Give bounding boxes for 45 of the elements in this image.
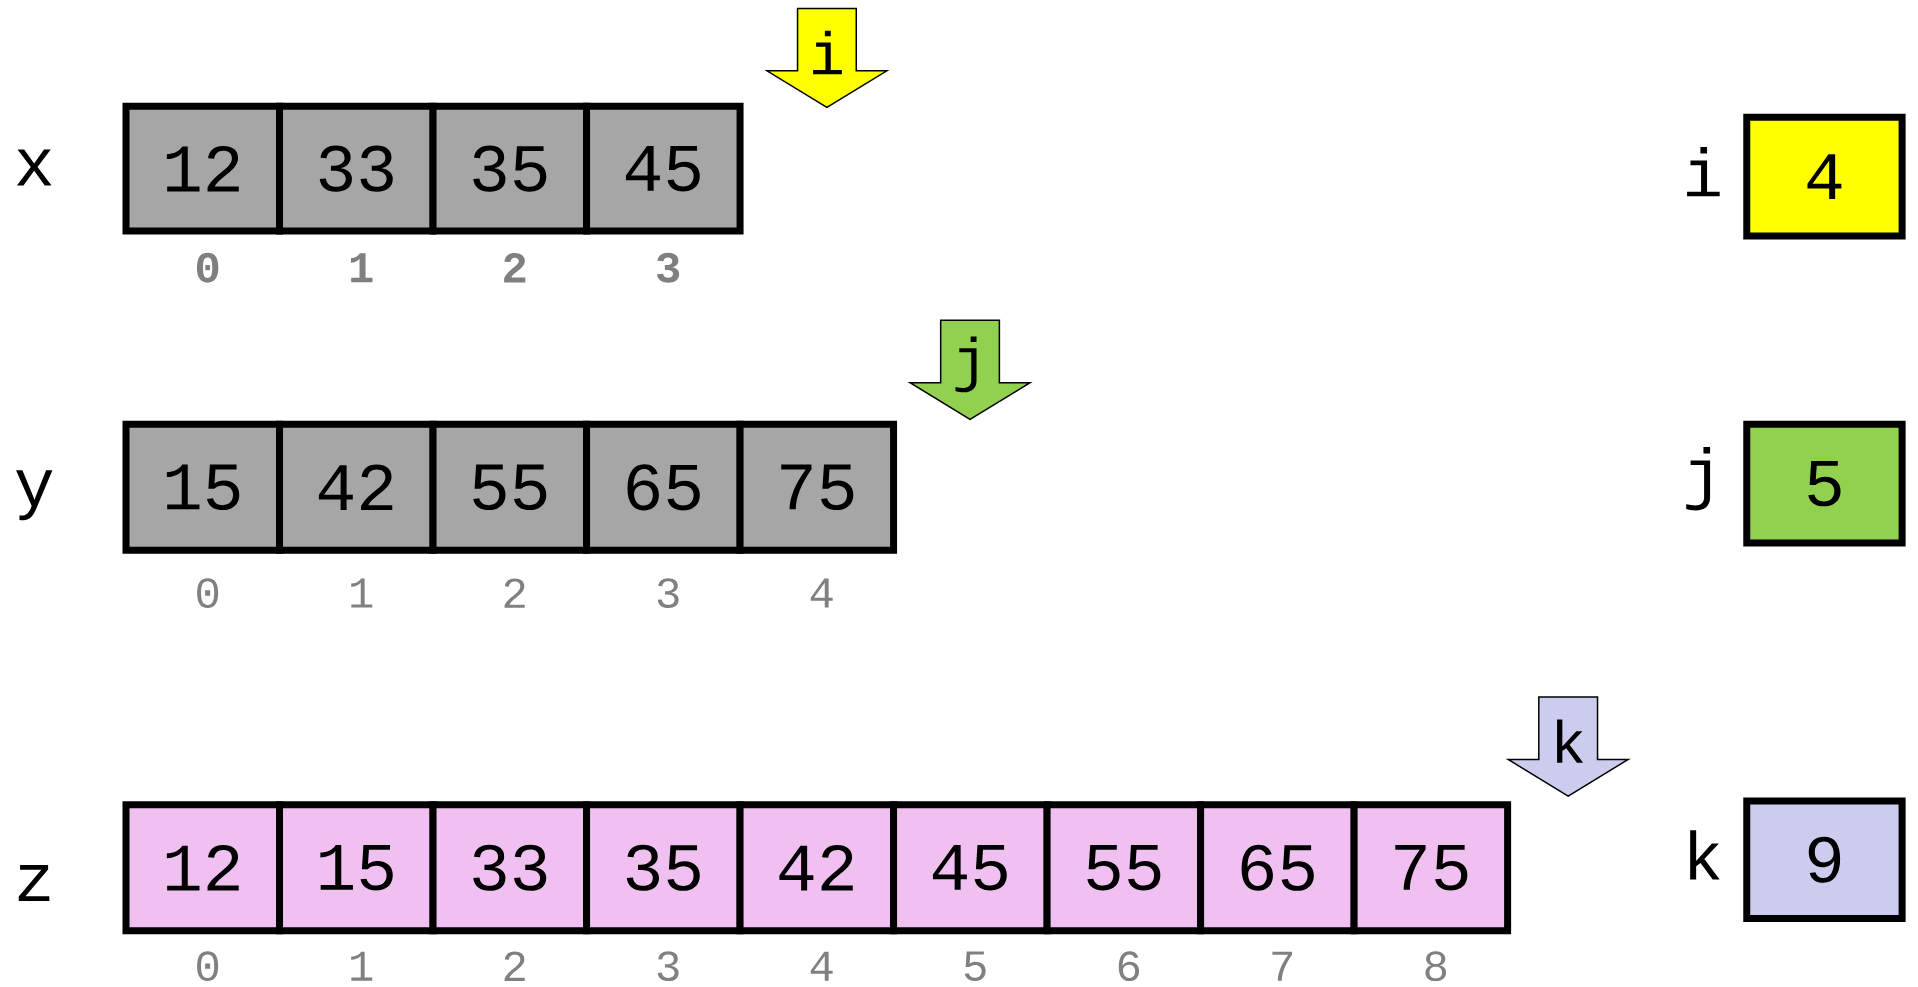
variable-box: 5	[1743, 420, 1906, 547]
index-label: 8	[1425, 951, 1447, 982]
array-cell: 42	[276, 420, 437, 554]
index-label: 0	[197, 578, 219, 609]
variable-box: 9	[1743, 797, 1906, 922]
variable-box: 4	[1743, 113, 1906, 240]
array-name: z	[18, 865, 50, 901]
index-label: 6	[1118, 951, 1140, 982]
variable-name: k	[1690, 830, 1720, 880]
array-cell: 65	[583, 420, 744, 554]
array-cell: 42	[736, 801, 898, 935]
array-cell: 45	[890, 801, 1051, 935]
array-cell: 15	[122, 420, 283, 554]
array-cell: 75	[736, 420, 898, 554]
array-cell: 55	[1043, 801, 1205, 935]
index-label: 2	[504, 253, 526, 283]
array-cell: 33	[429, 801, 591, 935]
array-cell: 33	[276, 102, 437, 235]
index-label: 0	[197, 951, 219, 982]
index-label: 3	[657, 951, 679, 982]
variable-name: j	[1686, 447, 1711, 511]
index-label: 4	[810, 951, 833, 981]
index-label: 2	[504, 578, 525, 608]
index-label: 2	[504, 951, 525, 981]
array-cell: 12	[122, 801, 283, 935]
variable-name: i	[1687, 147, 1720, 197]
index-label: 3	[657, 578, 679, 609]
index-label: 3	[657, 252, 680, 283]
index-label: 0	[196, 252, 219, 283]
array-cell: 35	[583, 801, 744, 935]
array-cell: 55	[429, 420, 591, 554]
array-name: x	[17, 149, 52, 186]
array-cell: 45	[583, 102, 744, 235]
index-label: 1	[351, 951, 373, 981]
index-label: 1	[350, 253, 373, 283]
array-cell: 35	[429, 102, 591, 235]
index-label: 4	[810, 578, 833, 608]
array-cell: 12	[122, 102, 283, 235]
array-cell: 75	[1350, 801, 1512, 935]
array-cell: 65	[1197, 801, 1358, 935]
index-label: 5	[964, 951, 986, 981]
index-label: 7	[1272, 951, 1292, 981]
array-cell: 15	[276, 801, 437, 935]
index-label: 1	[351, 578, 373, 608]
array-name: y	[16, 470, 53, 521]
